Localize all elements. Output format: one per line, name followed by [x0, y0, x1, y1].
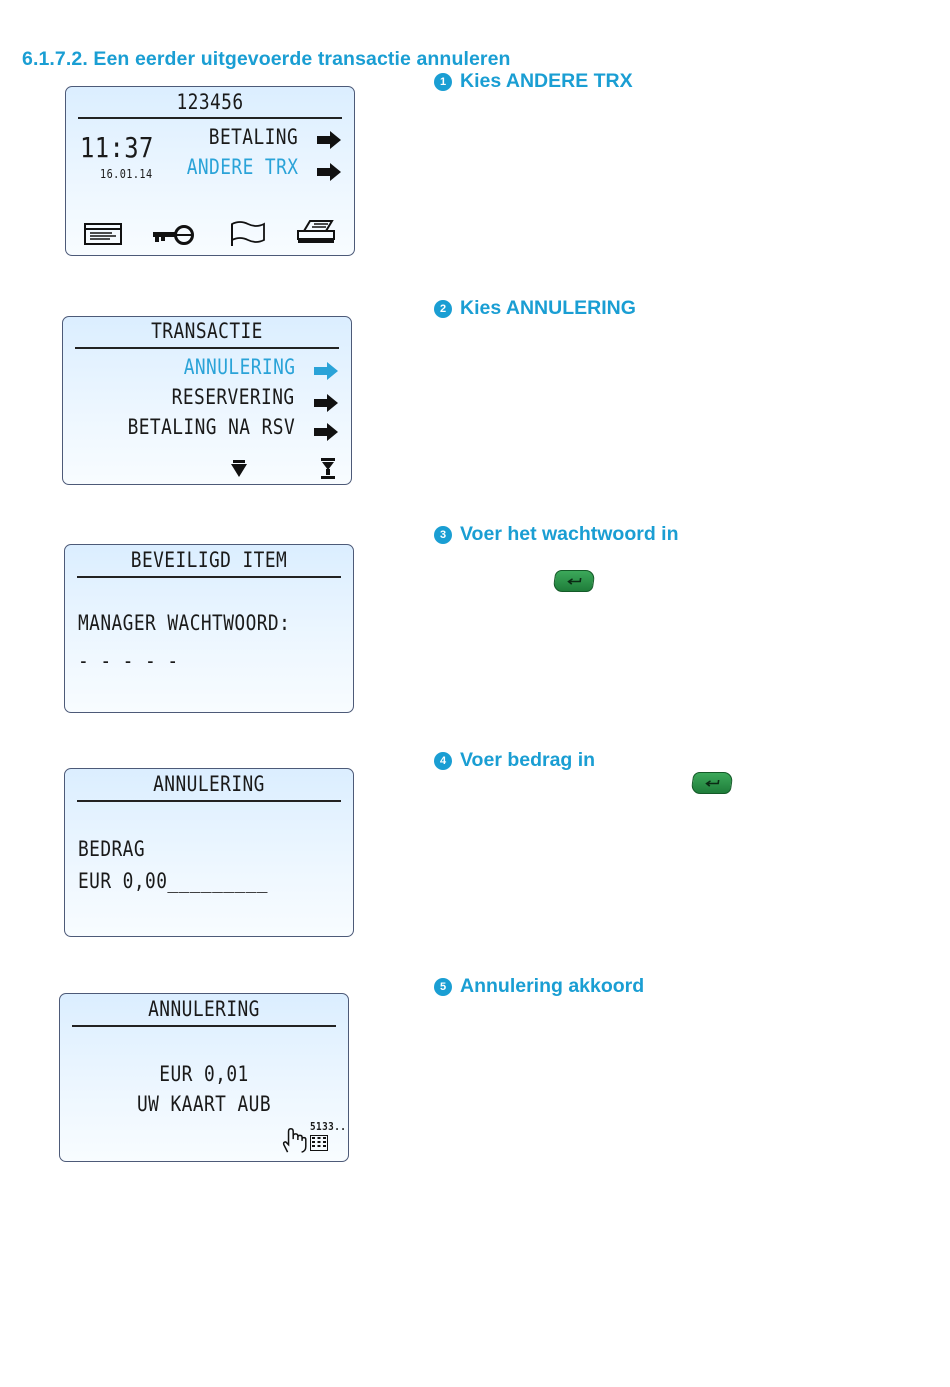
- scroll-end-icon[interactable]: [320, 458, 336, 480]
- amount-placeholder: _________: [167, 869, 268, 893]
- step-number-badge: 1: [434, 72, 452, 91]
- step-2: 2 Kies ANNULERING: [434, 297, 636, 320]
- clock-time: 11:37: [80, 131, 154, 164]
- terminal-screen-amount: ANNULERING BEDRAG EUR 0,00_________: [64, 768, 354, 937]
- screen-header: ANNULERING: [148, 997, 260, 1021]
- step-number-badge: 3: [434, 525, 452, 544]
- step-text: Annulering akkoord: [460, 975, 645, 997]
- terminal-screen-cancel-confirm: ANNULERING EUR 0,01 UW KAART AUB 5133..: [59, 993, 349, 1162]
- enter-key-button[interactable]: [690, 772, 734, 794]
- password-label: MANAGER WACHTWOORD:: [78, 611, 291, 635]
- card-prompt: UW KAART AUB: [136, 1092, 272, 1116]
- confirm-amount: EUR 0,01: [159, 1062, 249, 1086]
- hand-card-icon: [282, 1128, 307, 1153]
- step-text: Kies ANDERE TRX: [460, 70, 633, 92]
- header-divider: [72, 1025, 336, 1027]
- section-title: 6.1.7.2. Een eerder uitgevoerde transact…: [22, 48, 511, 70]
- menu-item-reservering[interactable]: RESERVERING: [172, 385, 295, 409]
- arrow-right-icon: [314, 423, 338, 441]
- card-number-hint: 5133..: [310, 1120, 347, 1133]
- amount-label: BEDRAG: [78, 837, 146, 861]
- header-divider: [77, 576, 341, 578]
- password-input-mask[interactable]: - - - - -: [78, 649, 179, 673]
- header-divider: [78, 117, 342, 119]
- step-1: 1 Kies ANDERE TRX: [434, 70, 633, 93]
- card-keypad-icon: [310, 1135, 328, 1151]
- enter-arrow-icon: [705, 779, 720, 787]
- amount-value[interactable]: EUR 0,00_________: [78, 869, 268, 893]
- arrow-right-icon: [317, 163, 341, 181]
- step-text: Kies ANNULERING: [460, 297, 636, 319]
- step-5: 5 Annulering akkoord: [434, 975, 644, 998]
- step-text: Voer bedrag in: [460, 749, 596, 771]
- arrow-right-icon: [314, 362, 338, 380]
- step-number-badge: 4: [434, 751, 452, 770]
- receipt-list-icon[interactable]: [84, 222, 122, 246]
- menu-item-andere-trx[interactable]: ANDERE TRX: [186, 155, 298, 179]
- screen-header: TRANSACTIE: [151, 319, 263, 343]
- screen-header: BEVEILIGD ITEM: [130, 548, 288, 572]
- step-number-badge: 5: [434, 977, 452, 996]
- terminal-screen-transaction-menu: TRANSACTIE ANNULERING RESERVERING BETALI…: [62, 316, 352, 485]
- amount-text: EUR 0,00: [78, 869, 168, 893]
- step-4: 4 Voer bedrag in: [434, 749, 595, 772]
- step-text: Voer het wachtwoord in: [460, 523, 679, 545]
- terminal-id: 123456: [176, 90, 244, 114]
- step-3: 3 Voer het wachtwoord in: [434, 523, 679, 546]
- terminal-screen-password: BEVEILIGD ITEM MANAGER WACHTWOORD: - - -…: [64, 544, 354, 713]
- key-icon[interactable]: [152, 225, 196, 245]
- enter-arrow-icon: [567, 577, 582, 585]
- scroll-down-icon[interactable]: [231, 460, 247, 478]
- menu-item-annulering[interactable]: ANNULERING: [183, 355, 295, 379]
- step-number-badge: 2: [434, 299, 452, 318]
- header-divider: [77, 800, 341, 802]
- terminal-screen-main-menu: 123456 11:37 16.01.14 BETALING ANDERE TR…: [65, 86, 355, 256]
- flag-icon[interactable]: [230, 220, 266, 246]
- header-divider: [75, 347, 339, 349]
- screen-header: ANNULERING: [153, 772, 265, 796]
- arrow-right-icon: [317, 131, 341, 149]
- printer-icon[interactable]: [296, 219, 336, 245]
- menu-item-betaling-na-rsv[interactable]: BETALING NA RSV: [127, 415, 295, 439]
- enter-key-button[interactable]: [552, 570, 596, 592]
- menu-item-betaling[interactable]: BETALING: [208, 125, 298, 149]
- arrow-right-icon: [314, 394, 338, 412]
- clock-date: 16.01.14: [100, 167, 153, 181]
